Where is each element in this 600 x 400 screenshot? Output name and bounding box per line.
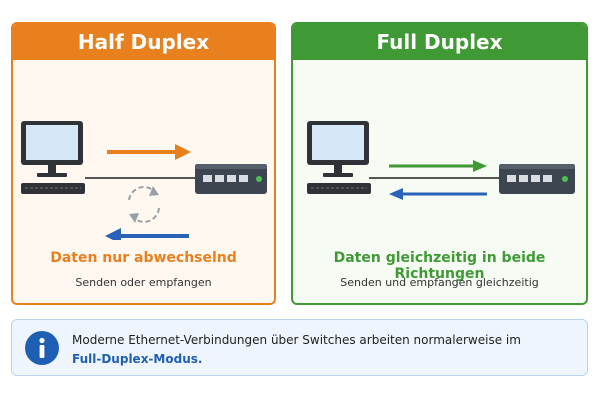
full-duplex-scene xyxy=(307,121,575,200)
switch-icon xyxy=(499,164,575,194)
full-duplex-panel: Full Duplex xyxy=(291,22,588,305)
half-duplex-headline: Daten nur abwechselnd xyxy=(50,250,237,266)
full-duplex-headline: Daten gleichzeitig in beide Richtungen xyxy=(333,250,546,282)
half-duplex-scene xyxy=(21,121,267,240)
info-text: Moderne Ethernet-Verbindungen über Switc… xyxy=(72,331,521,369)
info-text-emphasis: Full-Duplex-Modus. xyxy=(72,352,203,366)
arrow-right-icon xyxy=(389,160,487,172)
full-duplex-subline: Senden und empfangen gleichzeitig xyxy=(340,276,539,289)
alternate-cycle-icon xyxy=(128,186,160,223)
info-box: Moderne Ethernet-Verbindungen über Switc… xyxy=(11,319,588,376)
half-duplex-subline: Senden oder empfangen xyxy=(75,276,212,289)
arrow-left-icon xyxy=(389,188,487,200)
arrow-right-icon xyxy=(107,144,191,160)
computer-icon xyxy=(307,121,371,194)
info-text-main: Moderne Ethernet-Verbindungen über Switc… xyxy=(72,333,521,347)
info-icon xyxy=(25,331,59,365)
half-duplex-title: Half Duplex xyxy=(13,24,274,60)
half-duplex-panel: Half Duplex xyxy=(11,22,276,305)
computer-icon xyxy=(21,121,85,194)
arrow-left-icon xyxy=(105,228,189,240)
switch-icon xyxy=(195,164,267,194)
full-duplex-title: Full Duplex xyxy=(293,24,586,60)
